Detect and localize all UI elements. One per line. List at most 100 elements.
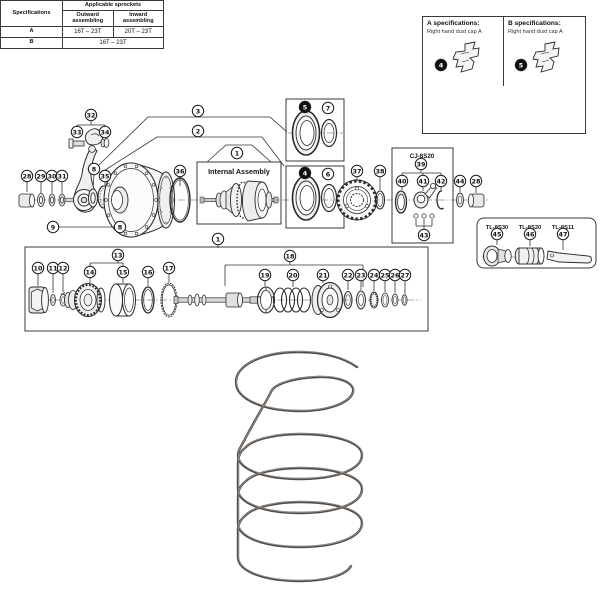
callout-circle — [373, 164, 387, 178]
callout-circle — [434, 174, 448, 188]
callout-number: 41 — [419, 177, 428, 185]
lower-assembly-box — [24, 246, 429, 332]
callout-7: 7 — [321, 101, 335, 115]
callout-8: 8 — [87, 162, 101, 176]
cone-23-drawing — [356, 290, 366, 310]
callout-circle — [417, 228, 431, 242]
tool-3-drawing — [546, 250, 592, 264]
callout-37: 37 — [350, 164, 364, 178]
callout-number: 8 — [118, 223, 123, 231]
callout-19: 19 — [258, 268, 272, 282]
callout-circle — [286, 268, 300, 282]
dust-cap-b-icon — [532, 41, 560, 73]
callout-38: 38 — [373, 164, 387, 178]
spec-panel — [422, 16, 586, 134]
callout-circle — [141, 265, 155, 279]
washer-22-drawing — [343, 290, 353, 310]
dust-cap-a-icon — [452, 41, 480, 73]
cone-19-drawing — [256, 286, 276, 314]
axle-nut-right-drawing — [467, 193, 485, 208]
callout-number: 27 — [401, 271, 410, 279]
callout-number: 28 — [472, 177, 481, 185]
callout-circle — [98, 169, 112, 183]
callout-number: 46 — [526, 230, 535, 238]
callout-circle — [416, 174, 430, 188]
callout-circle — [414, 157, 428, 171]
callout-12: 12 — [56, 261, 70, 275]
callout-circle — [298, 100, 312, 114]
washer-27-drawing — [401, 294, 408, 306]
callout-number: 6 — [326, 170, 331, 178]
a-spec-title: A specifications: — [427, 20, 480, 27]
callout-5: 5 — [298, 100, 312, 114]
callout-20: 20 — [286, 268, 300, 282]
bell-crank-cap-drawing — [84, 128, 103, 146]
callout-16: 16 — [141, 265, 155, 279]
callout-circle — [83, 265, 97, 279]
callout-circle — [111, 248, 125, 262]
callout-6: 6 — [321, 167, 335, 181]
a-spec-subtitle: Right hand dust cap A — [427, 29, 482, 35]
callout-circle — [162, 261, 176, 275]
callout-33: 33 — [70, 125, 84, 139]
table-row-a-inward: 20T – 23T — [112, 26, 164, 38]
callout-circle — [31, 261, 45, 275]
applicable-sprockets-table: Specifications Applicable sprockets Outw… — [0, 0, 164, 49]
callout-circle — [298, 166, 312, 180]
bell-crank-nut-drawing — [100, 138, 110, 148]
callout-1: 1 — [211, 232, 225, 246]
callout-number: 1 — [216, 235, 220, 243]
callout-number: 15 — [119, 268, 128, 276]
callout-number: 11 — [49, 264, 58, 272]
callout-4: 4 — [298, 166, 312, 180]
callout-circle — [556, 227, 570, 241]
callout-35: 35 — [98, 169, 112, 183]
washer-31-drawing — [58, 193, 75, 207]
table-header-inward: Inward assembling — [112, 10, 164, 27]
callout-number: 29 — [37, 172, 46, 180]
spec-panel-divider — [503, 16, 504, 86]
dust-cap-b-box — [285, 98, 345, 162]
callout-number: 44 — [456, 177, 465, 185]
callout-circle — [434, 58, 448, 72]
callout-circle — [258, 268, 272, 282]
cap-nut-10-drawing — [28, 286, 49, 314]
washer-29-drawing — [37, 193, 45, 207]
callout-9: 9 — [46, 220, 60, 234]
leader-line — [101, 136, 285, 173]
callout-number: 13 — [114, 251, 123, 259]
b-spec-title: B specifications: — [508, 20, 561, 27]
callout-3: 3 — [191, 104, 205, 118]
washer-30-drawing — [48, 193, 56, 207]
callout-number: 38 — [376, 167, 385, 175]
table-row-b-label: B — [0, 37, 63, 49]
callout-21: 21 — [316, 268, 330, 282]
callout-number: 21 — [319, 271, 328, 279]
callout-4: 4 — [434, 58, 448, 72]
callout-circle — [116, 265, 130, 279]
callout-24: 24 — [367, 268, 381, 282]
o-ring-36-drawing — [169, 177, 191, 223]
washer-44-drawing — [456, 192, 464, 208]
callout-44: 44 — [453, 174, 467, 188]
callout-circle — [523, 227, 537, 241]
leader-line — [206, 144, 272, 163]
callout-36: 36 — [173, 164, 187, 178]
leader-layer — [26, 116, 564, 294]
ring-cup-15-drawing — [109, 283, 136, 317]
callout-circle — [514, 58, 528, 72]
callout-number: 28 — [23, 172, 32, 180]
callout-5: 5 — [514, 58, 528, 72]
callout-circle — [87, 162, 101, 176]
cj-unit-label: CJ-8S20 — [410, 153, 435, 160]
spring-20-drawing — [272, 287, 312, 313]
callout-42: 42 — [434, 174, 448, 188]
callout-circle — [490, 227, 504, 241]
callout-number: 8 — [92, 165, 97, 173]
snap-ring-38-drawing — [374, 190, 386, 210]
callout-circle — [453, 174, 467, 188]
ring-16-drawing — [141, 286, 155, 314]
callout-46: 46 — [523, 227, 537, 241]
callout-number: 17 — [165, 264, 174, 272]
callout-22: 22 — [341, 268, 355, 282]
